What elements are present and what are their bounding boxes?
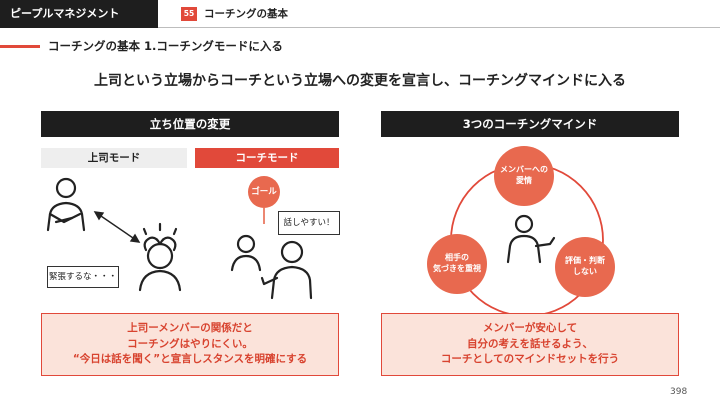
nervous-speech-bubble: 緊張するな・・・ (47, 266, 119, 288)
chapter-number-badge: 55 (181, 7, 197, 21)
tension-arrow-icon (93, 211, 141, 243)
left-callout-line-2: コーチングはやりにくい。 (127, 337, 253, 350)
boss-mode-label: 上司モード (41, 148, 187, 168)
category-label: ピープルマネジメント (0, 0, 158, 28)
right-callout-box: メンバーが安心して 自分の考えを話せるよう、 コーチとしてのマインドセットを行う (381, 313, 679, 376)
mind-node-affection: メンバーへの 愛情 (494, 146, 554, 206)
coach-figure-icon (260, 240, 313, 300)
top-bar: ピープルマネジメント 55 コーチングの基本 (0, 0, 720, 28)
chapter-title: コーチングの基本 (204, 8, 288, 20)
left-callout-line-1: 上司ーメンバーの関係だと (127, 321, 253, 334)
right-panel-title: 3つのコーチングマインド (381, 111, 679, 137)
right-callout-line-3: コーチとしてのマインドセットを行う (440, 353, 620, 366)
member-figure-icon (230, 234, 262, 272)
boss-figure-icon (46, 177, 86, 232)
page-number: 398 (670, 387, 688, 397)
slide-headline: 上司という立場からコーチという立場への変更を宣言し、コーチングマインドに入る (94, 73, 626, 89)
right-callout-line-1: メンバーが安心して (482, 321, 578, 334)
coach-mode-label: コーチモード (195, 148, 339, 168)
center-coach-icon (506, 214, 556, 264)
section-accent-line (0, 45, 40, 48)
stressed-member-icon (138, 222, 182, 292)
left-callout-box: 上司ーメンバーの関係だと コーチングはやりにくい。 “今日は話を聞く”と宣言しス… (41, 313, 339, 376)
goal-marker: ゴール (248, 176, 280, 208)
mind-node-awareness: 相手の 気づきを重視 (427, 234, 487, 294)
mind-node-no-judgement: 評価・判断 しない (555, 237, 615, 297)
left-callout-line-3: “今日は話を聞く”と宣言しスタンスを明確にする (72, 353, 308, 366)
easy-talk-speech-bubble: 話しやすい！ (278, 211, 340, 235)
right-callout-line-2: 自分の考えを話せるよう、 (467, 337, 593, 350)
left-panel-title: 立ち位置の変更 (41, 111, 339, 137)
section-title: コーチングの基本 1.コーチングモードに入る (48, 39, 283, 53)
